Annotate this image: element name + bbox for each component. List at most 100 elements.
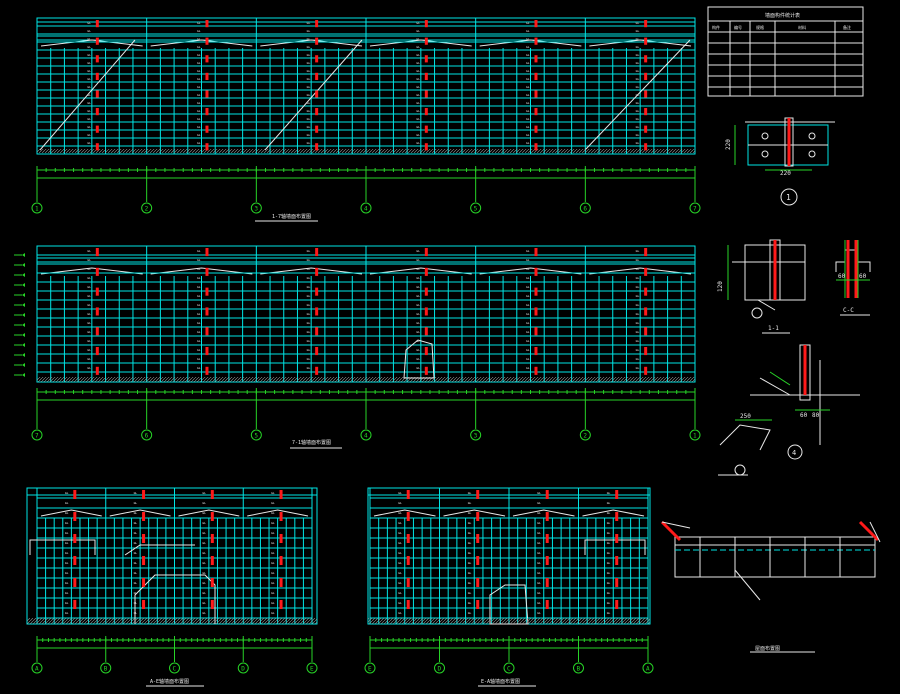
girt-label: GL — [202, 531, 206, 535]
girt-label: GL — [526, 258, 530, 262]
detail-1-label: 1 — [786, 193, 791, 202]
axis-bubble — [689, 429, 701, 441]
bay-chevron — [150, 267, 253, 275]
bay-chevron — [443, 509, 506, 517]
bay-chevron — [369, 267, 472, 275]
girt-label: GL — [636, 348, 640, 352]
girt-label: GL — [398, 531, 402, 535]
girt-label: GL — [537, 491, 541, 495]
girt-label: GL — [307, 357, 311, 361]
girt-label: GL — [416, 303, 420, 307]
elevation-7-1: GL GL GL GL GL GL GL GL GL GL GL GL GL GL GL GL GL GL GL GL… — [14, 245, 701, 449]
level-arrow — [22, 343, 25, 347]
girt-label: GL — [307, 348, 311, 352]
girt-label: GL — [307, 21, 311, 25]
girt-label: GL — [87, 61, 91, 65]
girt-label: GL — [202, 601, 206, 605]
girt-label: GL — [197, 37, 201, 41]
detail-1-dim-220-h: 220 — [780, 170, 791, 177]
girt-label: GL — [636, 21, 640, 25]
girt-label: GL — [416, 312, 420, 316]
level-arrow — [22, 283, 25, 287]
girt-label: GL — [636, 93, 640, 97]
axis-label: 2 — [583, 433, 587, 440]
girt-label: GL — [134, 541, 138, 545]
girt-label: GL — [87, 53, 91, 57]
girt-label: GL — [416, 45, 420, 49]
girt-label: GL — [636, 69, 640, 73]
girt-label: GL — [537, 551, 541, 555]
girt-label: GL — [307, 61, 311, 65]
girt-label: GL — [468, 571, 472, 575]
girt-label: GL — [416, 276, 420, 280]
axis-bubble — [250, 429, 262, 441]
table-header-1: 编号 — [734, 24, 742, 30]
axis-label: 5 — [474, 206, 478, 213]
view-title-7-1: 7-1轴墙面布置图 — [292, 439, 331, 446]
girt-label: GL — [526, 285, 530, 289]
girt-label: GL — [197, 21, 201, 25]
girt-label: GL — [416, 109, 420, 113]
girt-label: GL — [416, 267, 420, 271]
bay-chevron — [589, 267, 692, 275]
girt-label: GL — [526, 321, 530, 325]
girt-label: GL — [416, 101, 420, 105]
girt-label: GL — [416, 53, 420, 57]
girt-label: GL — [307, 267, 311, 271]
view-title-1-7: 1-7轴墙面布置图 — [272, 213, 311, 220]
girt-label: GL — [307, 276, 311, 280]
girt-label: GL — [202, 561, 206, 565]
girt-label: GL — [87, 45, 91, 49]
girt-label: GL — [271, 491, 275, 495]
girt-label: GL — [636, 258, 640, 262]
detail-1-marker — [780, 188, 798, 206]
door-opening — [403, 339, 435, 379]
bay-chevron — [247, 509, 309, 517]
girt-label: GL — [197, 258, 201, 262]
girt-label: GL — [416, 249, 420, 253]
girt-label: GL — [416, 357, 420, 361]
detail-1: 220 220 1 — [725, 117, 835, 206]
girt-label: GL — [87, 258, 91, 262]
girt-label: GL — [526, 133, 530, 137]
girt-label: GL — [307, 93, 311, 97]
bay-chevron — [40, 509, 102, 517]
girt-label: GL — [636, 366, 640, 370]
girt-label: GL — [87, 285, 91, 289]
girt-label: GL — [87, 303, 91, 307]
bay-chevron — [479, 267, 582, 275]
girt-label: GL — [636, 294, 640, 298]
girt-label: GL — [636, 141, 640, 145]
level-arrow — [22, 353, 25, 357]
axis-bubble — [100, 662, 112, 674]
axis-bubble — [141, 202, 153, 214]
girt-label: GL — [537, 521, 541, 525]
girt-label: GL — [197, 339, 201, 343]
axis-label: D — [241, 666, 245, 673]
girt-label: GL — [65, 561, 69, 565]
girt-label: GL — [87, 357, 91, 361]
girt-label: GL — [636, 357, 640, 361]
girt-label: GL — [307, 258, 311, 262]
axis-label: 5 — [254, 433, 258, 440]
gable-detail: 屋面布置图 — [660, 520, 881, 653]
girt-label: GL — [65, 591, 69, 595]
girt-label: GL — [416, 93, 420, 97]
girt-label: GL — [526, 69, 530, 73]
axis-label: D — [438, 666, 442, 673]
axis-label: 6 — [583, 206, 587, 213]
detail-1-dim-220-v: 220 — [725, 139, 732, 150]
girt-label: GL — [636, 37, 640, 41]
level-arrow — [22, 263, 25, 267]
girt-label: GL — [416, 85, 420, 89]
girt-label: GL — [271, 611, 275, 615]
girt-label: GL — [607, 571, 611, 575]
girt-label: GL — [416, 29, 420, 33]
level-arrow — [22, 273, 25, 277]
girt-label: GL — [87, 69, 91, 73]
detail-4-label: 4 — [792, 449, 796, 457]
girt-label: GL — [65, 491, 69, 495]
bay-chevron — [109, 509, 171, 517]
axis-bubble — [141, 429, 153, 441]
